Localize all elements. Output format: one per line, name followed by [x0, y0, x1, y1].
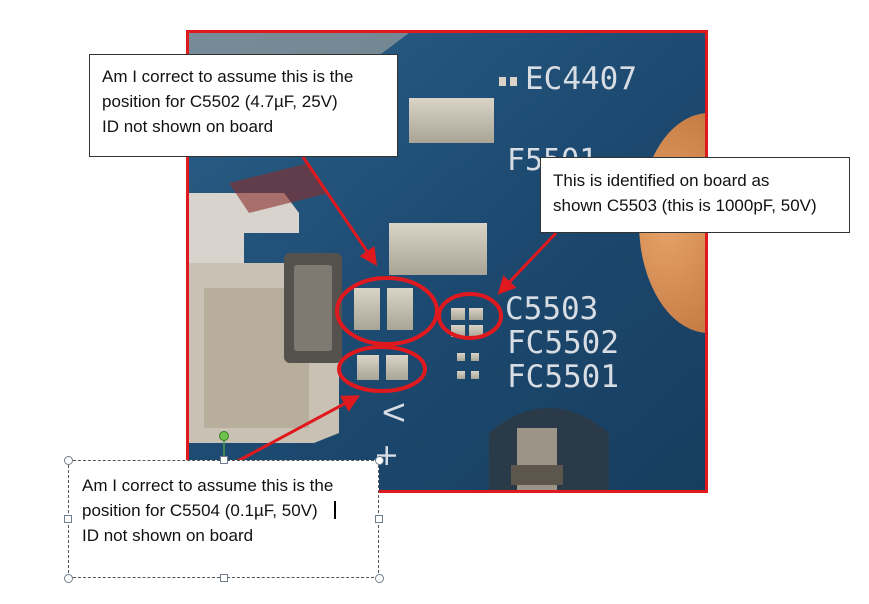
pad-c5504-left — [357, 355, 379, 380]
pad-c5503-2 — [469, 308, 483, 320]
label-ec4407: EC4407 — [525, 61, 637, 97]
callout-c5502-line-1: Am I correct to assume this is the — [102, 67, 354, 86]
circle-c5502 — [335, 276, 439, 346]
callout-c5502-line-2: position for C5502 (4.7µF, 25V) — [102, 92, 338, 111]
label-v-mark: V — [377, 403, 410, 422]
red-wire — [229, 163, 329, 213]
pad-c5502-right — [387, 288, 413, 330]
resize-handle-top[interactable] — [220, 456, 228, 464]
resize-handle-bottom-left[interactable] — [64, 574, 73, 583]
callout-c5504-line-2: position for C5504 (0.1µF, 50V) — [82, 498, 365, 523]
pad-c5503-4 — [469, 325, 483, 337]
resize-handle-top-left[interactable] — [64, 456, 73, 465]
circle-c5504 — [337, 345, 427, 393]
arrow-c5502 — [301, 156, 378, 266]
pad-fc5501-2 — [471, 371, 479, 379]
resize-handle-right[interactable] — [375, 515, 383, 523]
pad-fc5502-1 — [457, 353, 465, 361]
text-caret — [333, 501, 336, 519]
label-fc5502: FC5502 — [507, 325, 619, 361]
resize-handle-bottom[interactable] — [220, 574, 228, 582]
connector-metal-inner — [294, 265, 332, 351]
pad-fc5501-1 — [457, 371, 465, 379]
callout-c5504-line-2-text: position for C5504 (0.1µF, 50V) — [82, 501, 318, 520]
resize-handle-top-right[interactable] — [375, 456, 384, 465]
screw-nut — [511, 465, 563, 485]
resize-handle-bottom-right[interactable] — [375, 574, 384, 583]
connector-shade — [204, 288, 309, 428]
pad-large-middle — [389, 223, 487, 275]
pad-fc5502-2 — [471, 353, 479, 361]
callout-c5503-line-2: shown C5503 (this is 1000pF, 50V) — [553, 196, 817, 215]
pad-c5502-left — [354, 288, 380, 330]
circle-c5503 — [437, 292, 503, 340]
arrow-c5504 — [235, 395, 361, 464]
pad-c5504-right — [386, 355, 408, 380]
pad-ec4407-2 — [510, 77, 517, 86]
callout-c5504-line-3: ID not shown on board — [82, 526, 254, 545]
pad-large-top — [409, 98, 494, 143]
pad-ec4407-1 — [499, 77, 506, 86]
callout-c5504[interactable]: Am I correct to assume this is the posit… — [68, 460, 379, 578]
arrow-c5503 — [497, 231, 558, 295]
callout-c5502: Am I correct to assume this is the posit… — [89, 54, 398, 157]
pad-c5503-1 — [451, 308, 465, 320]
callout-c5504-line-1: Am I correct to assume this is the — [82, 476, 334, 495]
resize-handle-left[interactable] — [64, 515, 72, 523]
label-c5503: C5503 — [505, 291, 598, 327]
callout-c5503-line-1: This is identified on board as — [553, 171, 770, 190]
rotate-handle[interactable] — [219, 431, 229, 441]
callout-c5503: This is identified on board as shown C55… — [540, 157, 850, 233]
label-fc5501: FC5501 — [507, 359, 619, 395]
callout-c5502-line-3: ID not shown on board — [102, 117, 274, 136]
